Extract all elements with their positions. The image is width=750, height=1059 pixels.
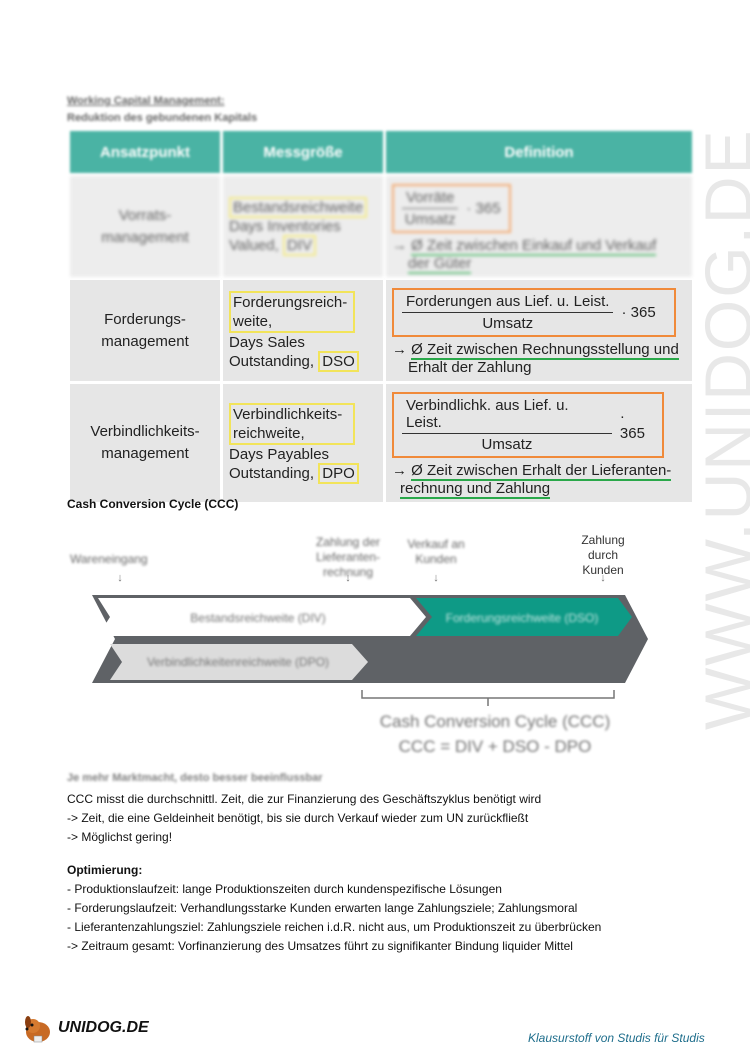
formula-box: Verbindlichk. aus Lief. u. Leist.Umsatz …	[392, 392, 664, 458]
definition-line: Ø Zeit zwischen Rechnungsstellung und	[411, 341, 679, 360]
ccc-title: Cash Conversion Cycle (CCC)	[67, 497, 239, 511]
ansatz-cell: Forderungs- management	[70, 280, 220, 381]
bar-dpo	[110, 644, 368, 680]
text-line: - Lieferantenzahlungsziel: Zahlungsziele…	[67, 920, 602, 934]
messgroesse-text: Days Sales Outstanding,	[229, 333, 315, 370]
messgroesse-cell: Forderungsreich- weite, Days Sales Outst…	[223, 280, 383, 381]
denominator: Umsatz	[481, 436, 533, 453]
definition-text: → Ø Zeit zwischen Einkauf und Verkauf de…	[392, 237, 686, 274]
factor: · 365	[466, 200, 501, 217]
event-zahlung-lieferant: Zahlung der Lieferanten- rechnung	[298, 520, 398, 595]
messgroesse-text: Days Inventories Valued,	[229, 218, 341, 254]
text-line: -> Möglichst gering!	[67, 830, 173, 844]
bar-div	[98, 598, 426, 636]
factor: · 365	[621, 304, 656, 321]
down-arrow-icon: ↓	[117, 572, 123, 584]
definition-line: der Güter	[408, 255, 472, 274]
bar-dpo-label: Verbindlichkeitenreichweite (DPO)	[147, 655, 329, 669]
messgroesse-cell: Verbindlichkeits- reichweite, Days Payab…	[223, 384, 383, 502]
table-row: Vorrats- management Bestandsreichweite D…	[70, 176, 692, 277]
event-zahlung-kunde: Zahlung durch Kunden	[565, 518, 641, 593]
footer-tagline: Klausurstoff von Studis für Studis	[528, 1031, 705, 1045]
ccc-chevron-diagram: Bestandsreichweite (DIV) Forderungsreich…	[92, 595, 648, 683]
down-arrow-icon: ↓	[345, 572, 351, 584]
highlight-box: Bestandsreichweite	[229, 197, 368, 218]
optimierung-section: Optimierung: - Produktionslaufzeit: lang…	[67, 861, 727, 956]
numerator: Verbindlichk. aus Lief. u. Leist.	[402, 397, 612, 434]
definition-text: → Ø Zeit zwischen Erhalt der Lieferanten…	[392, 462, 686, 499]
numerator: Vorräte	[402, 189, 459, 209]
bar-dso-label: Forderungsreichweite (DSO)	[446, 611, 599, 625]
ccc-bracket-title: Cash Conversion Cycle (CCC)	[379, 712, 611, 731]
numerator: Forderungen aus Lief. u. Leist.	[402, 293, 614, 313]
marktmacht-note: Je mehr Marktmacht, desto besser beeinfl…	[67, 772, 323, 784]
table-row: Forderungs- management Forderungsreich- …	[70, 280, 692, 381]
denominator: Umsatz	[404, 211, 456, 228]
text-line: - Forderungslaufzeit: Verhandlungsstarke…	[67, 901, 578, 915]
abbr-box: DSO	[318, 350, 359, 372]
arrow-icon: →	[392, 462, 407, 479]
bar-div-label: Bestandsreichweite (DIV)	[190, 611, 325, 625]
logo-text: UNIDOG.DE	[58, 1019, 149, 1036]
definition-line: rechnung und Zahlung	[400, 480, 551, 499]
event-label: Zahlung durch Kunden	[581, 533, 625, 577]
definition-cell: Verbindlichk. aus Lief. u. Leist.Umsatz …	[386, 384, 692, 502]
event-label: Zahlung der Lieferanten- rechnung	[315, 535, 381, 579]
ansatz-cell: Verbindlichkeits- management	[70, 384, 220, 502]
watermark: WWW.UNIDOG.DE	[691, 128, 750, 730]
working-capital-table: Ansatzpunkt Messgröße Definition Vorrats…	[67, 128, 695, 505]
formula-box: Forderungen aus Lief. u. Leist. Umsatz · …	[392, 288, 676, 337]
column-header-ansatz: Ansatzpunkt	[70, 131, 220, 173]
abbr-box: DPO	[318, 463, 359, 484]
ansatz-cell: Vorrats- management	[70, 176, 220, 277]
highlight-box: Verbindlichkeits- reichweite,	[229, 403, 355, 445]
bar-dso	[416, 598, 632, 636]
messgroesse-text: Days Payables Outstanding,	[229, 446, 330, 482]
messgroesse-cell: Bestandsreichweite Days Inventories Valu…	[223, 176, 383, 277]
page-subtitle: Reduktion des gebundenen Kapitals	[67, 112, 258, 124]
event-wareneingang: Wareneingang	[70, 552, 148, 566]
denominator: Umsatz	[482, 315, 534, 332]
text-line: -> Zeitraum gesamt: Vorfinanzierung des …	[67, 939, 573, 953]
abbr-box: DIV	[282, 235, 316, 256]
text-line: -> Zeit, die eine Geldeinheit benötigt, …	[67, 811, 529, 825]
down-arrow-icon: ↓	[600, 572, 606, 584]
table-row: Verbindlichkeits- management Verbindlich…	[70, 384, 692, 502]
footer-logo: UNIDOG.DE	[20, 1010, 149, 1046]
definition-line: Erhalt der Zahlung	[408, 359, 532, 376]
definition-cell: Forderungen aus Lief. u. Leist. Umsatz · …	[386, 280, 692, 381]
optimierung-title: Optimierung:	[67, 863, 143, 877]
column-header-definition: Definition	[386, 131, 692, 173]
highlight-box: Forderungsreich- weite,	[229, 290, 355, 333]
text-line: CCC misst die durchschnittl. Zeit, die z…	[67, 792, 542, 806]
ccc-bracket	[361, 690, 615, 706]
dog-icon	[25, 1016, 50, 1043]
page-title: Working Capital Management:	[67, 95, 225, 107]
down-arrow-icon: ↓	[433, 572, 439, 584]
definition-text: → Ø Zeit zwischen Rechnungsstellung und …	[392, 341, 686, 377]
arrow-icon: →	[392, 341, 407, 358]
ccc-formula: CCC = DIV + DSO - DPO	[398, 737, 592, 756]
event-verkauf: Verkauf an Kunden	[407, 537, 465, 566]
column-header-messgroesse: Messgröße	[223, 131, 383, 173]
definition-line: Ø Zeit zwischen Einkauf und Verkauf	[411, 237, 657, 256]
definition-line: Ø Zeit zwischen Erhalt der Lieferanten-	[411, 462, 672, 481]
ccc-description: CCC misst die durchschnittl. Zeit, die z…	[67, 790, 707, 847]
arrow-icon: →	[392, 237, 407, 254]
factor: · 365	[619, 408, 645, 442]
text-line: - Produktionslaufzeit: lange Produktions…	[67, 882, 502, 896]
